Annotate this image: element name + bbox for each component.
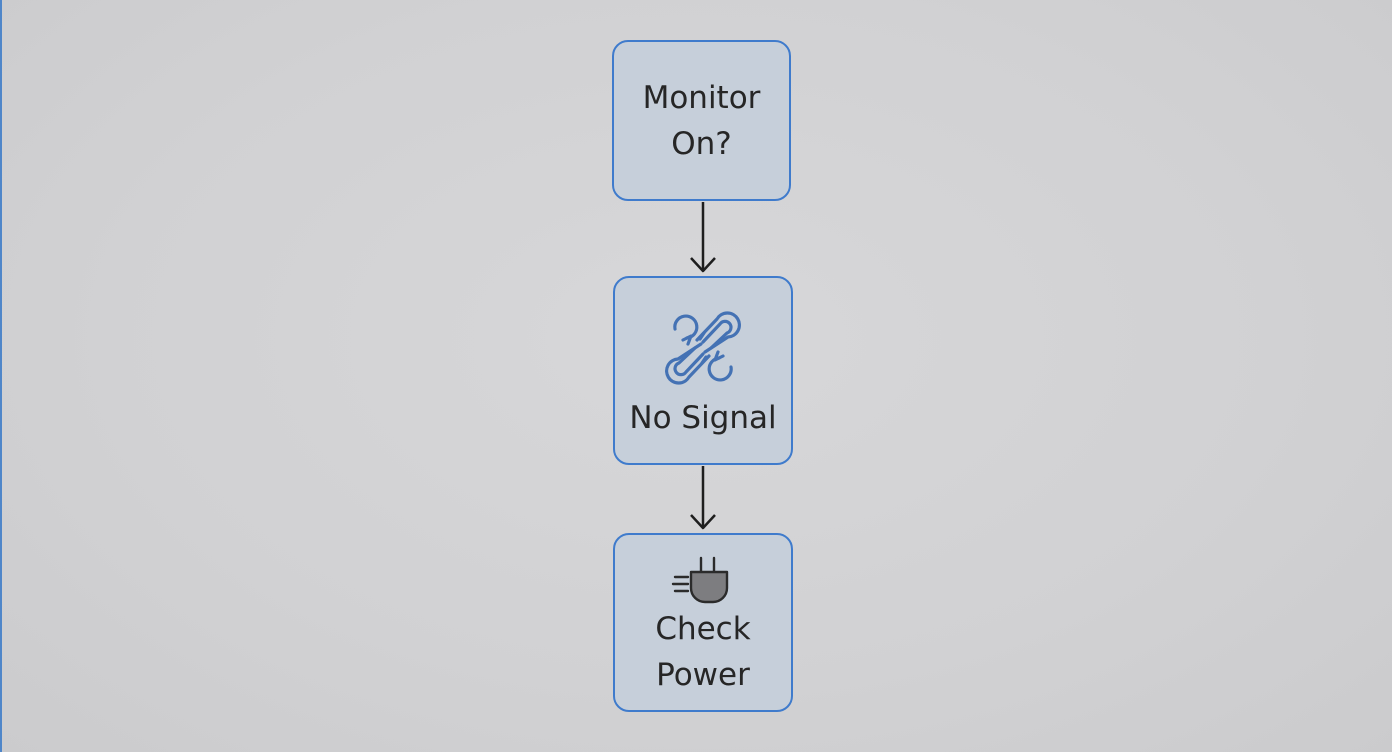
node-monitor-on-line-1: Monitor: [642, 79, 761, 116]
arrow-no-signal-to-check-power: [690, 466, 716, 530]
node-no-signal-line-1: No Signal: [629, 399, 777, 436]
node-check-power-line-1: Check: [655, 610, 751, 647]
node-monitor-on-label: Monitor On?: [643, 75, 761, 167]
node-monitor-on-line-2: On?: [671, 125, 732, 162]
node-no-signal[interactable]: No Signal: [613, 276, 793, 465]
node-check-power-line-2: Power: [656, 656, 750, 693]
left-edge-border: [0, 0, 2, 752]
node-check-power-label: Check Power: [655, 606, 750, 698]
broken-link-icon: [665, 310, 741, 385]
node-no-signal-label: No Signal: [629, 395, 776, 441]
node-monitor-on[interactable]: Monitor On?: [612, 40, 791, 201]
arrow-monitor-to-no-signal: [690, 202, 716, 273]
power-plug-icon: [671, 556, 729, 603]
node-check-power[interactable]: Check Power: [613, 533, 793, 712]
